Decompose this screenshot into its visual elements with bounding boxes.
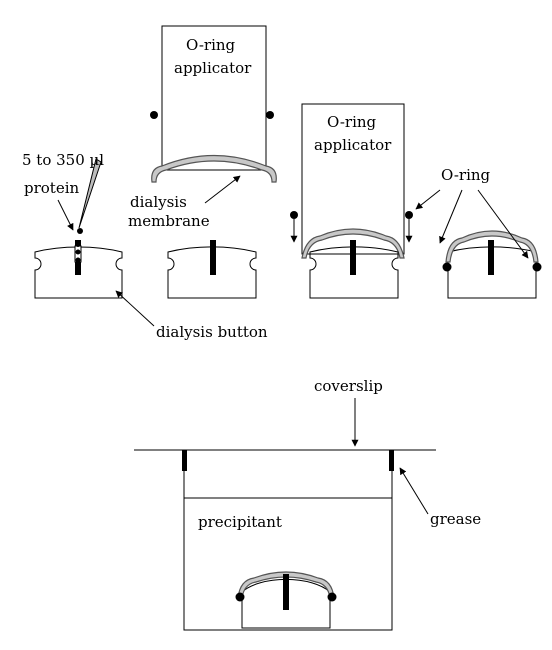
reservoir-assembly (134, 449, 436, 631)
dialysis-button-label: dialysis button (156, 323, 268, 341)
step3-dialysis-button (309, 240, 399, 299)
protein-drop (75, 241, 81, 247)
o-ring-label: O-ring (441, 166, 491, 184)
coverslip-label: coverslip (314, 377, 383, 395)
dialysis-button-arrow (115, 290, 155, 327)
applicator-1-label-line1: O-ring (186, 36, 236, 54)
dialysis-membrane-label-line2: membrane (128, 212, 210, 230)
submerged-dialysis-button (235, 571, 337, 629)
dialysis-membrane-label-line1: dialysis (130, 193, 187, 211)
o-ring-arrow-2 (439, 189, 463, 244)
grease-arrow (399, 467, 429, 515)
o-ring-arrow-1 (415, 189, 441, 210)
protein-arrow (57, 199, 74, 231)
membrane-arrow (204, 175, 241, 204)
o-ring-arrow-3 (477, 189, 529, 259)
applicator-2-label-line1: O-ring (327, 113, 377, 131)
step1-dialysis-button (34, 240, 123, 299)
applicator-1-label-line2: applicator (174, 59, 252, 77)
step4-dialysis-button (442, 230, 542, 299)
protein-volume-label: 5 to 350 µl (22, 151, 104, 169)
protein-label: protein (24, 179, 80, 197)
precipitant-label: precipitant (198, 513, 282, 531)
step2-dialysis-button (167, 240, 257, 299)
pipette-tip (77, 158, 102, 234)
reservoir-well (183, 449, 393, 631)
applicator-1 (150, 25, 277, 183)
applicator-2 (290, 103, 413, 259)
grease-label: grease (430, 510, 481, 528)
applicator-2-label-line2: applicator (314, 136, 392, 154)
